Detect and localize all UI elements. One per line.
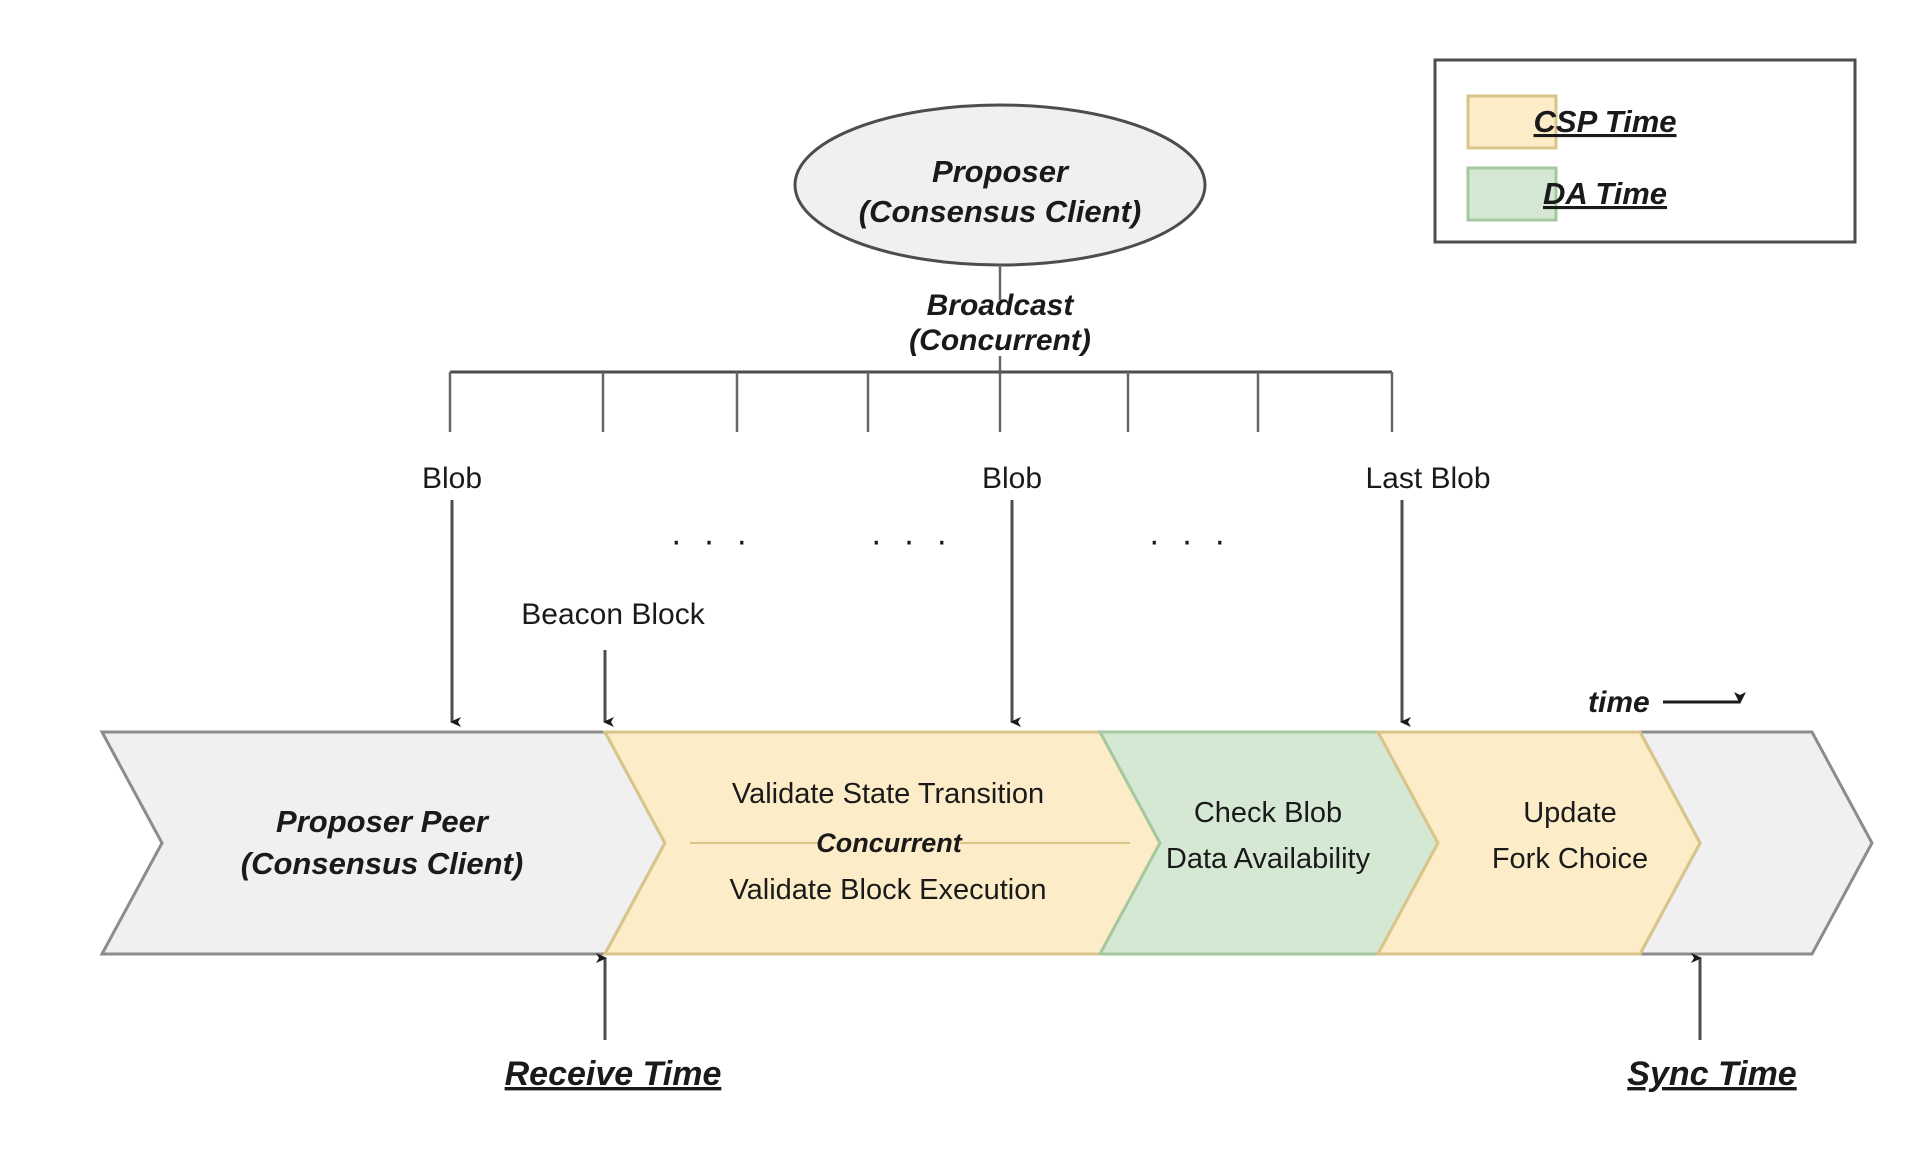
fanout-bus	[448, 370, 1394, 432]
lane-actor-label-line2: (Consensus Client)	[241, 846, 523, 881]
lane-actor-label-line1: Proposer Peer	[276, 804, 490, 839]
legend-label-csp: CSP Time	[1534, 104, 1677, 139]
sync-time-marker: Sync Time	[1627, 953, 1797, 1093]
ellipsis-3: · · ·	[1149, 522, 1232, 560]
legend: CSP Time DA Time	[1433, 58, 1857, 244]
update-fork-choice-line2: Fork Choice	[1492, 843, 1648, 875]
csp-validate-line1: Validate State Transition	[732, 778, 1044, 810]
legend-swatch-csp	[1466, 94, 1558, 150]
beacon-block-label: Beacon Block	[521, 598, 705, 631]
proposer-label-line2: (Consensus Client)	[859, 194, 1141, 229]
blob-label-last: Last Blob	[1365, 462, 1490, 495]
broadcast-connector: Broadcast (Concurrent)	[909, 265, 1091, 372]
csp-validate-divider-label: Concurrent	[816, 828, 963, 858]
timeline-lane: Proposer Peer (Consensus Client) Validat…	[99, 730, 1874, 956]
time-axis: time	[1588, 686, 1746, 719]
ellipsis-1: · · ·	[671, 522, 754, 560]
da-check-line1: Check Blob	[1194, 797, 1342, 829]
broadcast-label-line1: Broadcast	[927, 289, 1076, 322]
receive-time-marker: Receive Time	[505, 953, 722, 1093]
broadcast-label-line2: (Concurrent)	[909, 324, 1091, 357]
legend-item-csp: CSP Time	[1466, 94, 1677, 150]
proposer-node: Proposer (Consensus Client)	[793, 103, 1207, 267]
csp-validate-line2: Validate Block Execution	[729, 874, 1046, 906]
time-axis-label: time	[1588, 686, 1650, 719]
lane-segment-update-fork-choice	[1375, 730, 1702, 956]
blob-arrows	[450, 500, 1411, 727]
blob-labels: Blob Blob Last Blob	[422, 462, 1491, 495]
sync-time-label: Sync Time	[1627, 1055, 1796, 1093]
beacon-block-annotation: Beacon Block	[521, 598, 706, 727]
legend-swatch-da	[1466, 166, 1558, 222]
legend-label-da: DA Time	[1543, 176, 1667, 211]
ellipsis-marks: · · · · · · · · ·	[671, 522, 1232, 560]
blob-label-first: Blob	[422, 462, 482, 495]
blob-label-middle: Blob	[982, 462, 1042, 495]
proposer-label-line1: Proposer	[932, 154, 1070, 189]
lane-segment-proposer-peer	[99, 730, 667, 956]
receive-time-label: Receive Time	[505, 1055, 722, 1093]
da-check-line2: Data Availability	[1166, 843, 1371, 875]
update-fork-choice-line1: Update	[1523, 797, 1617, 829]
ellipsis-2: · · ·	[871, 522, 954, 560]
legend-item-da: DA Time	[1466, 166, 1667, 222]
